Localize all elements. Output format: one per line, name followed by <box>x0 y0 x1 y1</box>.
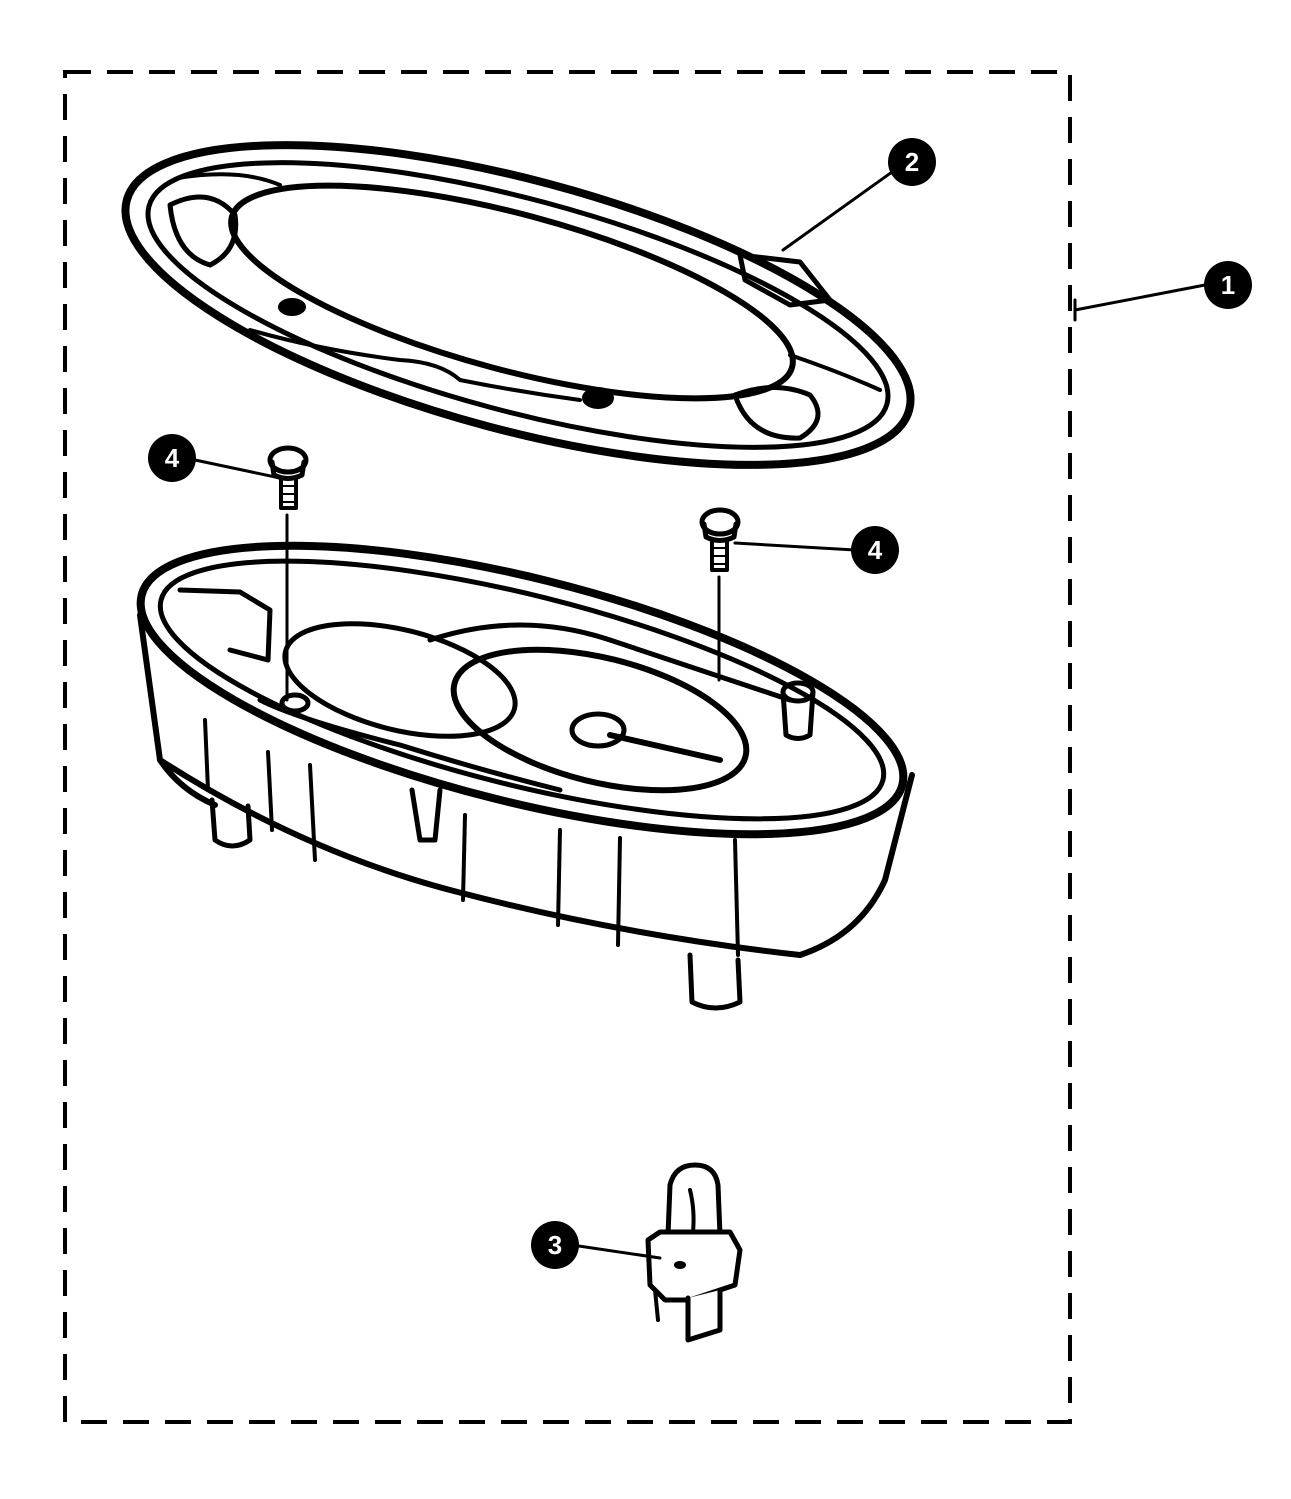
assembly-boundary <box>63 70 1072 1424</box>
bulb-socket <box>645 1162 743 1343</box>
callout-4-left: 4 <box>148 434 196 482</box>
housing-base <box>136 541 915 1011</box>
callout-2: 2 <box>888 138 936 186</box>
cover-bezel <box>121 141 915 469</box>
callout-label-1: 1 <box>1221 270 1235 300</box>
callout-4-right: 4 <box>851 526 899 574</box>
callout-label-2: 2 <box>905 147 919 177</box>
callout-label-4-left: 4 <box>165 443 180 473</box>
leader-lines <box>193 170 1207 1260</box>
callout-3: 3 <box>531 1221 579 1269</box>
callout-label-3: 3 <box>548 1230 562 1260</box>
callout-1: 1 <box>1204 261 1252 309</box>
screw-right <box>699 507 741 682</box>
callout-label-4-right: 4 <box>868 535 883 565</box>
